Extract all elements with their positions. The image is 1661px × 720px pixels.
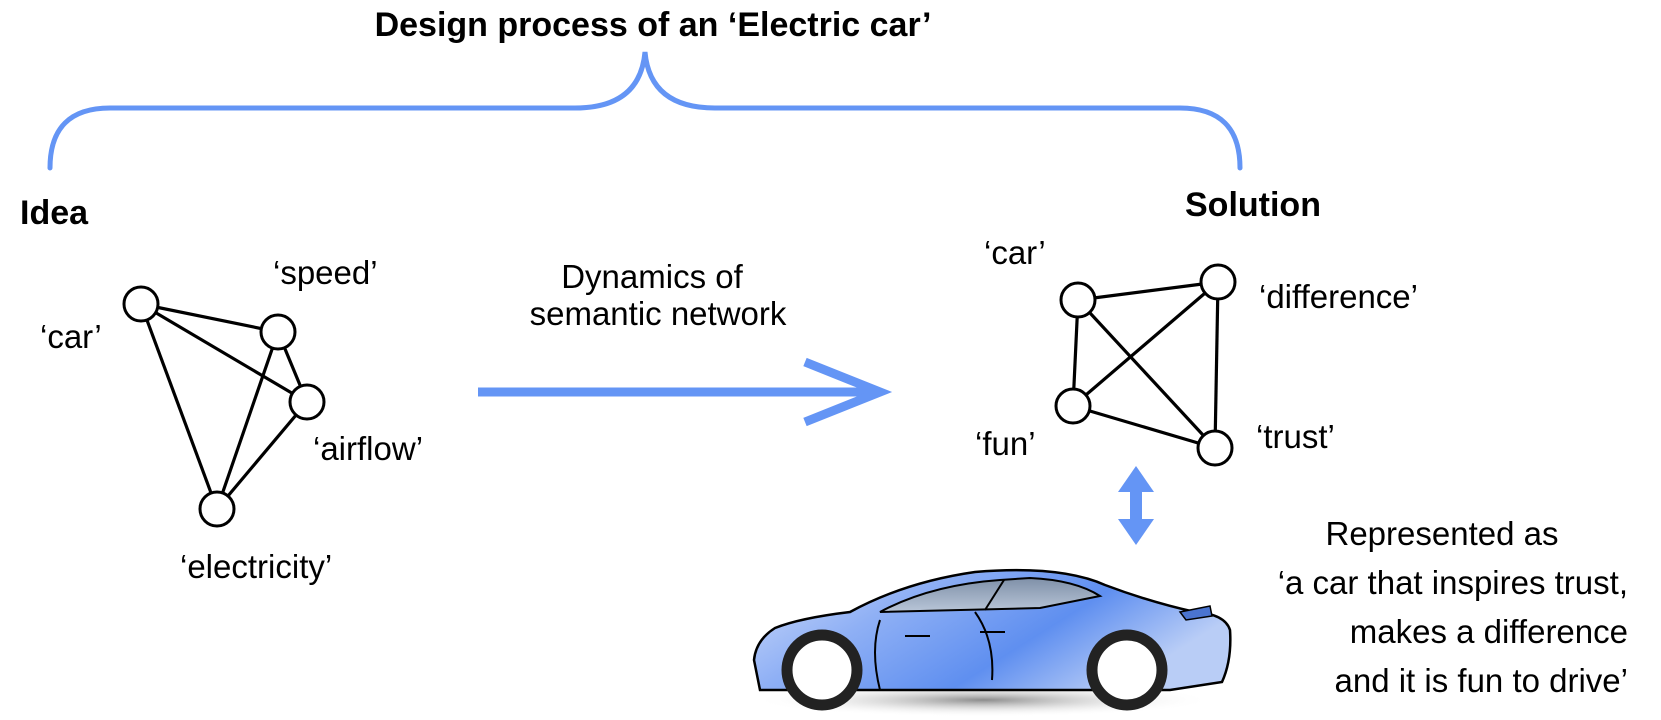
process-brace <box>47 51 1243 171</box>
idea-edge <box>139 303 219 510</box>
car-windows <box>879 576 1103 613</box>
transition-label-line1: Dynamics of <box>561 258 743 295</box>
idea-label-car: ‘car’ <box>40 318 102 355</box>
solution-edge <box>1076 298 1217 450</box>
car-rear-wheel <box>1086 629 1168 711</box>
solution-network <box>1054 263 1237 467</box>
idea-node-speed <box>259 313 297 351</box>
idea-edge <box>140 302 308 404</box>
idea-edge <box>140 302 279 334</box>
idea-label-airflow: ‘airflow’ <box>313 430 423 467</box>
solution-node-trust <box>1196 429 1234 467</box>
solution-edge <box>1213 281 1220 449</box>
solution-node-fun <box>1054 387 1092 425</box>
solution-label-car: ‘car’ <box>984 234 1046 271</box>
car-front-wheel <box>781 629 863 711</box>
solution-edge <box>1077 280 1219 302</box>
solution-edge <box>1072 404 1216 450</box>
idea-label-speed: ‘speed’ <box>273 254 378 291</box>
solution-node-car <box>1059 281 1097 319</box>
double-arrow <box>1118 466 1154 545</box>
idea-edge <box>215 400 309 511</box>
idea-edge <box>215 331 280 510</box>
diagram-title: Design process of an ‘Electric car’ <box>375 6 932 44</box>
representation-line4: and it is fun to drive’ <box>1335 662 1629 699</box>
idea-node-car <box>122 285 160 323</box>
solution-label-fun: ‘fun’ <box>975 425 1036 462</box>
idea-node-airflow <box>288 383 326 421</box>
representation-line3: makes a difference <box>1350 613 1628 650</box>
idea-node-electricity <box>198 490 236 528</box>
solution-edge <box>1071 280 1220 408</box>
idea-heading: Idea <box>20 194 89 232</box>
idea-label-electricity: ‘electricity’ <box>180 548 332 585</box>
solution-node-difference <box>1199 263 1237 301</box>
representation-line2: ‘a car that inspires trust, <box>1278 564 1628 601</box>
transition-label-line2: semantic network <box>530 295 787 332</box>
representation-line1: Represented as <box>1326 515 1559 552</box>
idea-network <box>122 285 326 528</box>
solution-heading: Solution <box>1185 186 1321 224</box>
transition-arrow <box>478 357 893 427</box>
electric-car-illustration <box>752 568 1232 717</box>
solution-label-trust: ‘trust’ <box>1256 418 1335 455</box>
solution-label-difference: ‘difference’ <box>1259 278 1418 315</box>
